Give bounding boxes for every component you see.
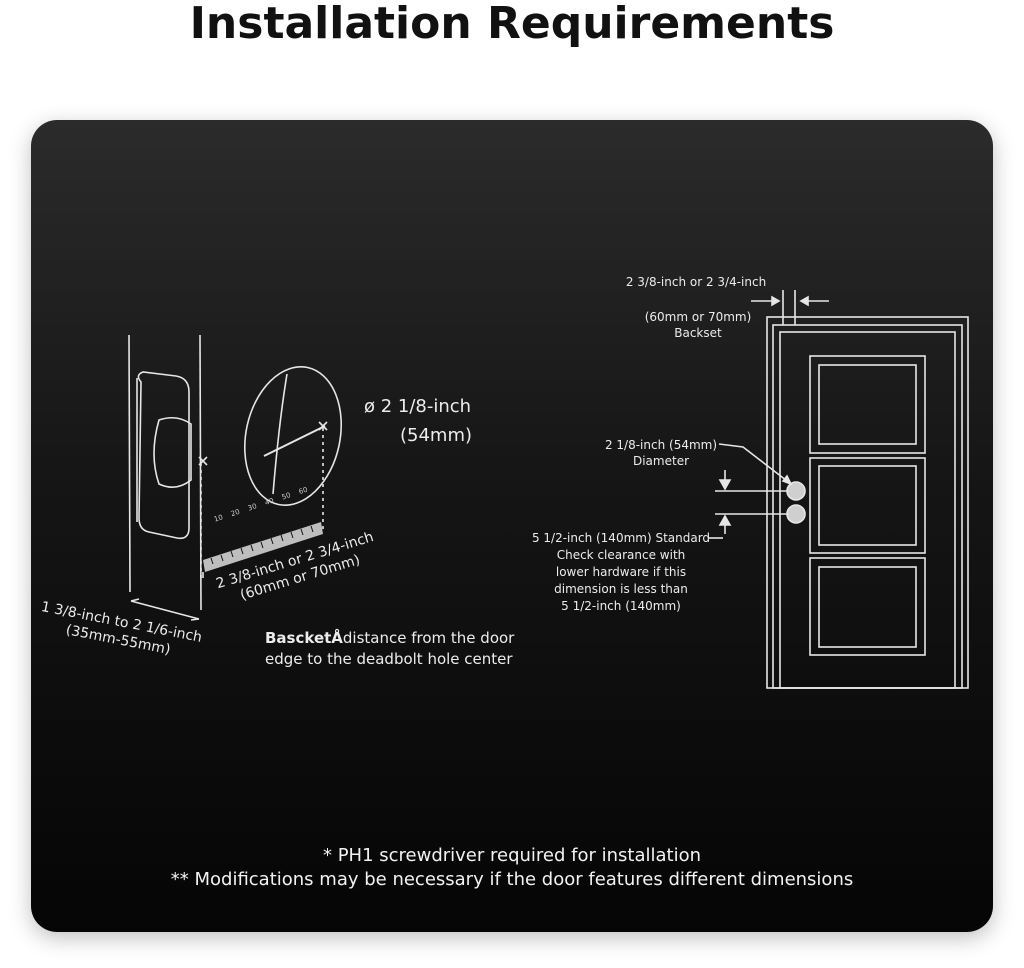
page-title: Installation Requirements xyxy=(189,0,835,49)
right-backset-inch: 2 3/8-inch or 2 3/4-inch xyxy=(625,275,767,289)
diameter-word: Diameter xyxy=(632,454,690,468)
right-backset-sub: (60mm or 70mm) Backset xyxy=(623,309,773,341)
backset-definition-line2: edge to the deadbolt hole center xyxy=(265,650,513,668)
door-drawing xyxy=(766,316,969,689)
spacing-line-3: lower hardware if this xyxy=(555,565,687,579)
right-backset-label: 2 3/8-inch or 2 3/4-inch xyxy=(616,274,776,290)
hole-diameter-mm-label: (54mm) xyxy=(400,425,473,446)
hole-diameter-label: ø 2 1/8-inch xyxy=(364,396,472,417)
spacing-line-4: dimension is less than xyxy=(554,582,688,596)
bore-hole-circle xyxy=(243,366,343,506)
backset-definition-line1: distance from the door xyxy=(342,629,515,647)
backset-ruler xyxy=(130,421,328,621)
right-backset-word: Backset xyxy=(674,326,722,340)
installation-diagram xyxy=(128,290,969,689)
footnote-modifications: ** Modifications may be necessary if the… xyxy=(170,869,854,890)
spacing-line-5: 5 1/2-inch (140mm) xyxy=(561,599,681,613)
diameter-leader xyxy=(718,443,793,486)
spacing-dimension-lines xyxy=(708,470,789,539)
backset-definition: BascketÅdistance from the door edge to t… xyxy=(265,628,514,670)
right-backset-mm: (60mm or 70mm) xyxy=(644,310,752,324)
spacing-line-1: 5 1/2-inch (140mm) Standard xyxy=(531,531,711,545)
diameter-value: 2 1/8-inch (54mm) xyxy=(604,438,718,452)
footnote-screwdriver: * PH1 screwdriver required for installat… xyxy=(322,845,702,866)
door-edge-drawing xyxy=(128,334,202,611)
spacing-line-2: Check clearance with xyxy=(556,548,686,562)
backset-term: BascketÅ xyxy=(265,629,343,647)
hole-spacing-label: 5 1/2-inch (140mm) Standard Check cleara… xyxy=(531,530,711,615)
diagram-panel: ø 2 1/8-inch (54mm) 10 20 30 40 50 60 2 … xyxy=(31,120,993,932)
backset-dimension-lines xyxy=(751,290,829,325)
diameter-label: 2 1/8-inch (54mm) Diameter xyxy=(591,437,731,469)
